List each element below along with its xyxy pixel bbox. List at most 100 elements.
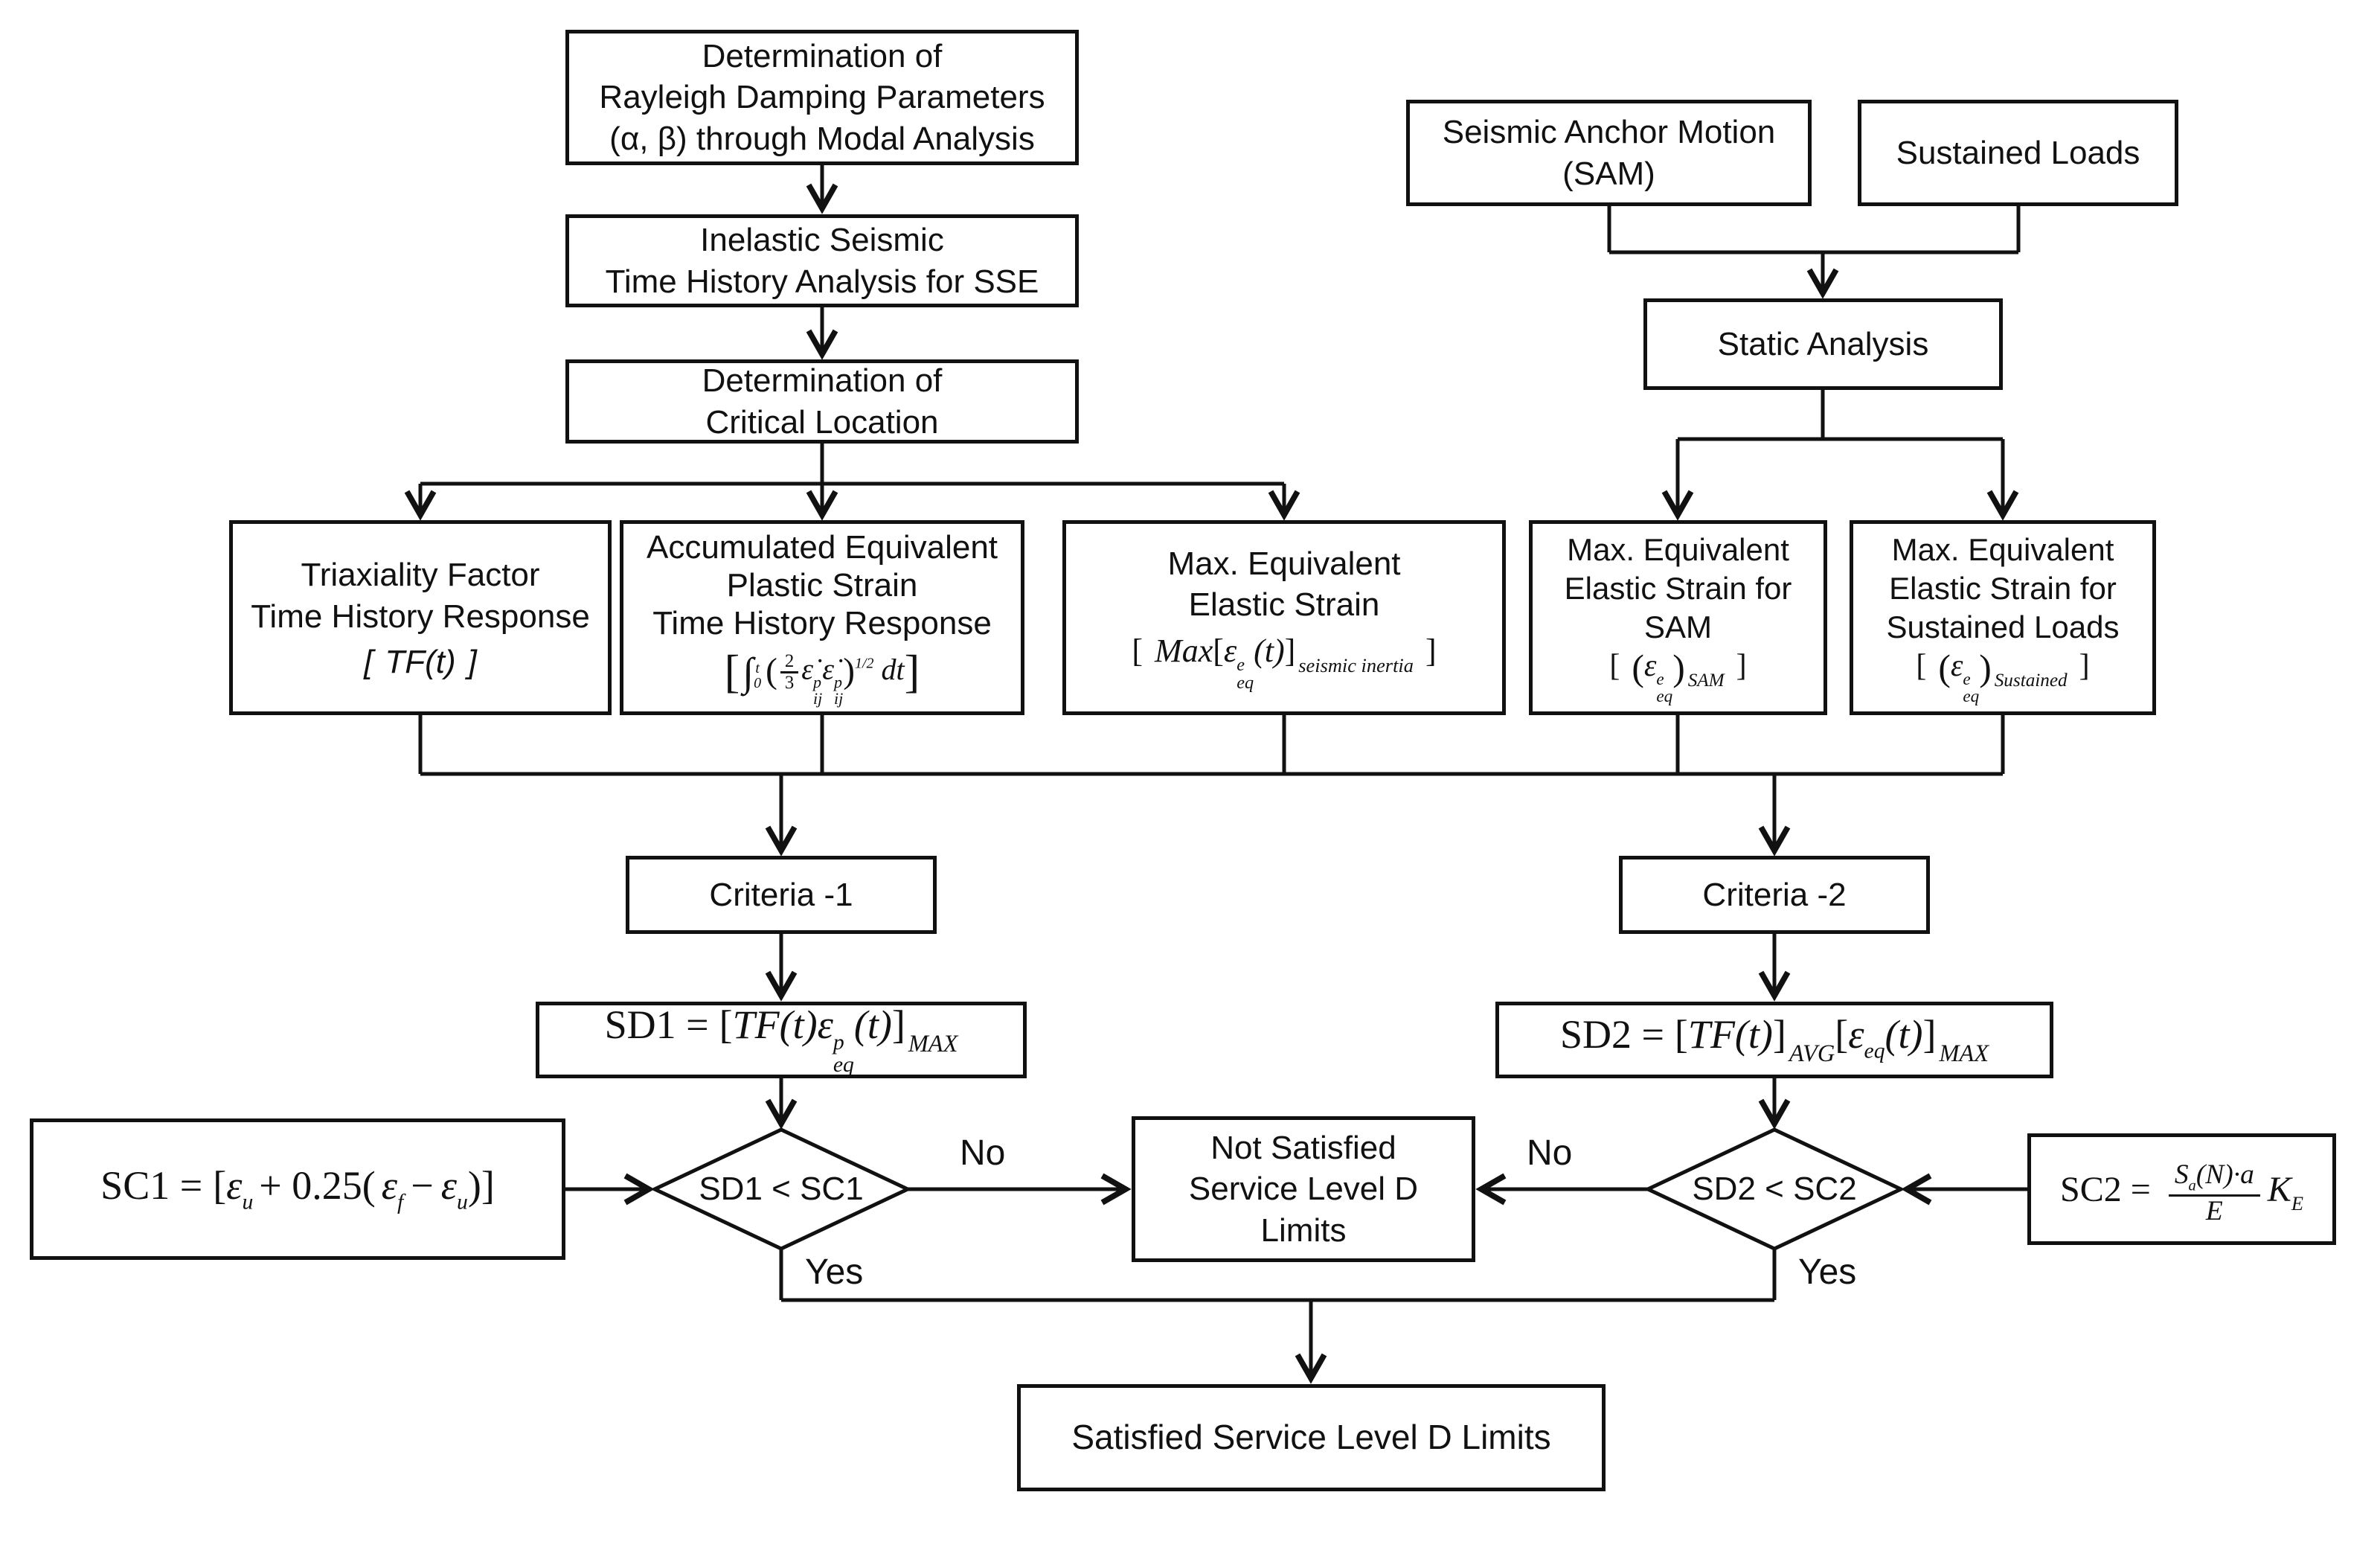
node-max-seismic-line1: Max. Equivalent [1167, 545, 1401, 582]
node-static-line1: Static Analysis [1717, 325, 1929, 362]
math-sub: ij [834, 688, 844, 708]
math-sup: p [834, 672, 843, 691]
math-bracket: ] [1284, 632, 1296, 669]
math-arg: (t) [1254, 632, 1285, 669]
math-piece: TF(t) [385, 644, 456, 681]
node-rayleigh: Determination of Rayleigh Damping Parame… [565, 30, 1079, 165]
math-epsilon: ε [1950, 649, 1963, 684]
node-not-satisfied-line3: Limits [1260, 1211, 1347, 1249]
math-lhs: SC1 = [100, 1162, 203, 1208]
math-lhs: SD1 = [604, 1002, 709, 1048]
math-sub: u [457, 1190, 468, 1214]
integral-sign: ∫ [742, 649, 754, 694]
math-epsilon: ε [381, 1162, 398, 1208]
math-tf: TF(t) [1687, 1011, 1773, 1057]
math-bracket: [ [1674, 1011, 1688, 1057]
math-tag: MAX [1939, 1040, 1989, 1067]
node-critical: Determination of Critical Location [565, 359, 1079, 444]
math-lhs: SD2 = [1559, 1011, 1664, 1057]
node-accumulated-line1: Accumulated Equivalent [646, 529, 998, 566]
node-criteria2-label: Criteria -2 [1702, 876, 1847, 913]
math-sub: E [2291, 1191, 2303, 1214]
math-op: − [411, 1162, 434, 1208]
node-rayleigh-line1: Determination of [702, 37, 943, 74]
node-triaxiality-line1: Triaxiality Factor [301, 557, 540, 594]
node-static-analysis: Static Analysis [1643, 298, 2003, 390]
node-max-sustained: Max. Equivalent Elastic Strain for Susta… [1850, 520, 2156, 715]
node-criteria2: Criteria -2 [1619, 856, 1930, 934]
math-bracket: ] [891, 1002, 905, 1048]
math-paren: ( [1938, 647, 1951, 689]
node-sam-line1: Seismic Anchor Motion [1442, 114, 1776, 151]
math-op: + 0.25( [259, 1162, 376, 1208]
math-sub: u [242, 1190, 254, 1214]
edge-static-split [1678, 390, 2003, 441]
math-bracket: ] [1425, 632, 1437, 669]
node-triaxiality-line2: Time History Response [251, 598, 590, 635]
math-paren: ) [843, 652, 855, 691]
math-epsilon: ε [1643, 649, 1657, 684]
fraction-denominator: E [2205, 1195, 2223, 1226]
node-inelastic: Inelastic Seismic Time History Analysis … [565, 214, 1079, 307]
fraction-numerator: 2 [780, 651, 799, 673]
math-bracket: [ [719, 1002, 733, 1048]
edge-yes-bus [779, 1249, 1777, 1302]
math-bracket: [ [1609, 649, 1620, 684]
node-triaxiality: Triaxiality Factor Time History Response… [229, 520, 612, 715]
node-critical-line1: Determination of [702, 362, 943, 400]
node-max-sam-line2: Elastic Strain for [1564, 571, 1792, 606]
math-tag: MAX [908, 1031, 958, 1058]
math-bracket: ] [904, 647, 920, 698]
math-sub: f [397, 1190, 404, 1214]
fraction-denominator: 3 [784, 673, 795, 693]
math-bracket: ] [1736, 649, 1747, 684]
math-max: Max [1155, 632, 1213, 669]
node-sd2: SD2 =[TF(t)]AVG[εeq(t)]MAX [1495, 1002, 2053, 1078]
decision1-label: SD1 < SC1 [699, 1171, 864, 1207]
math-bracket: [ [724, 647, 740, 698]
math-s: S [2174, 1159, 2189, 1190]
math-paren: ( [1632, 647, 1644, 689]
node-sc1: SC1 =[εu+ 0.25(εf−εu)] [30, 1118, 565, 1260]
math-num-rest: (N)·a [2195, 1159, 2254, 1190]
math-sup: e [1236, 654, 1245, 675]
math-tag: seismic inertia [1298, 654, 1414, 677]
edge-critical-split [420, 444, 1284, 486]
node-critical-line2: Critical Location [705, 403, 939, 441]
node-max-sam-line1: Max. Equivalent [1567, 532, 1789, 568]
math-paren: ( [766, 652, 777, 691]
math-sub: eq [833, 1052, 854, 1077]
math-lhs: SC2 = [2060, 1170, 2151, 1209]
math-sup: e [1963, 668, 1971, 688]
math-bracket: )] [467, 1162, 495, 1208]
decision1-diamond [650, 1127, 912, 1251]
math-bracket: [ [1213, 632, 1224, 669]
math-epsilon: ε [1848, 1011, 1864, 1057]
math-sub: eq [1656, 685, 1673, 705]
edges [404, 165, 2027, 1384]
node-inelastic-line1: Inelastic Seismic [700, 222, 944, 259]
formula-sc1: SC1 =[εu+ 0.25(εf−εu)] [100, 1162, 495, 1214]
edge-label-no-right: No [1527, 1133, 1573, 1173]
decision2-label: SD2 < SC2 [1692, 1171, 1857, 1207]
edge-label-yes-right: Yes [1798, 1252, 1857, 1292]
math-epsilon-dot: ε̇ [822, 652, 835, 686]
math-paren: ) [1979, 647, 1992, 689]
math-k: K [2267, 1170, 2291, 1209]
math-paren: ) [1672, 647, 1685, 689]
node-max-sam-line3: SAM [1643, 609, 1712, 645]
math-epsilon: ε [817, 1002, 833, 1048]
math-sup: p [813, 672, 822, 691]
fraction-numerator: Sa(N)·a [2168, 1159, 2260, 1197]
edge-row-bus [418, 715, 2005, 776]
integral-lower: 0 [754, 675, 762, 691]
